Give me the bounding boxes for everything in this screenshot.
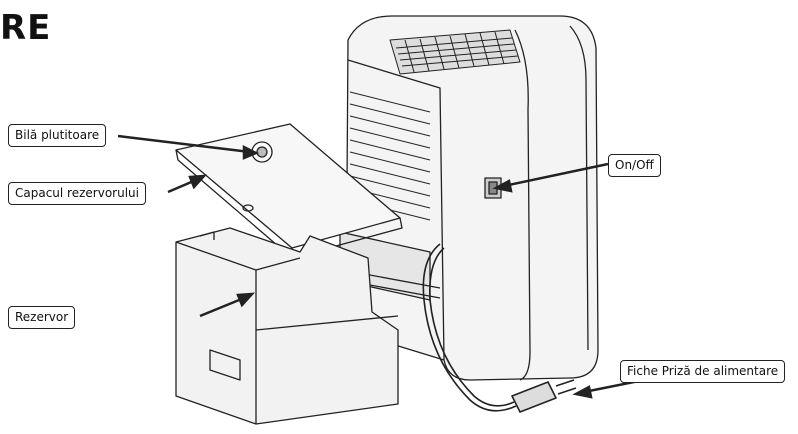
callout-on-off: On/Off bbox=[608, 154, 661, 177]
callout-float-ball: Bilă plutitoare bbox=[8, 124, 106, 147]
power-plug bbox=[512, 382, 556, 412]
callout-power-plug: Fiche Priză de alimentare bbox=[620, 360, 785, 383]
callout-tank: Rezervor bbox=[8, 306, 75, 329]
callout-tank-lid: Capacul rezervorului bbox=[8, 182, 146, 205]
water-tank bbox=[176, 228, 398, 424]
